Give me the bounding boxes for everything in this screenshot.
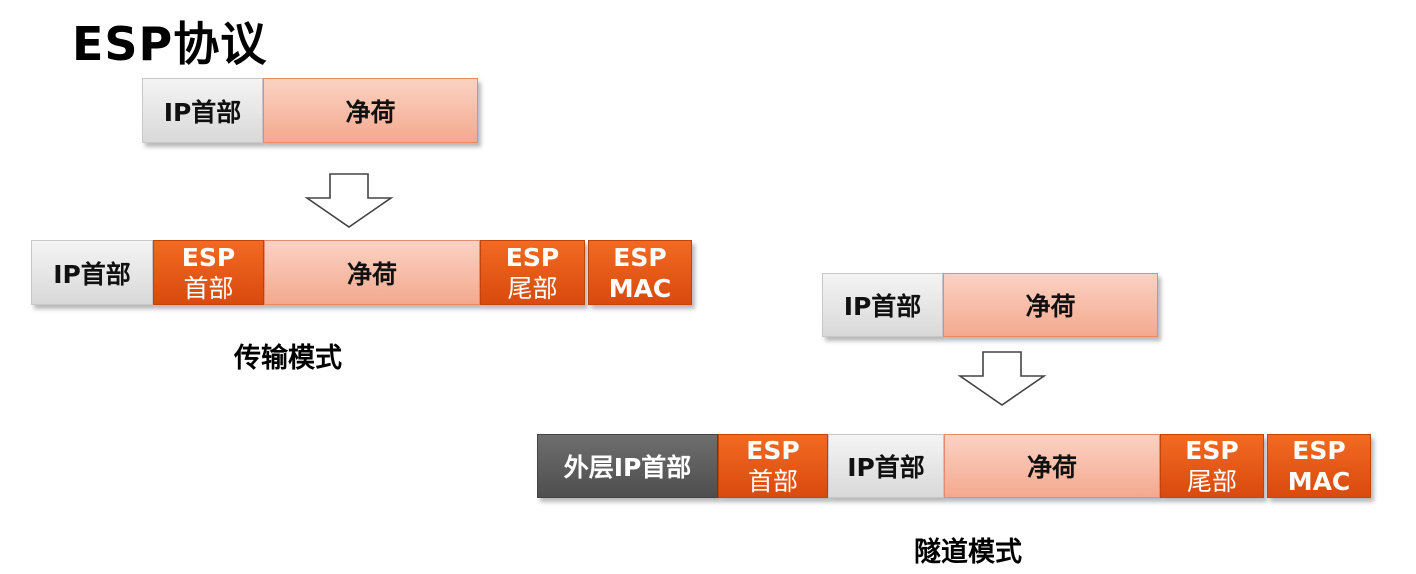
tunnel-mode-caption: 隧道模式 <box>914 537 1022 568</box>
tunnel-esp-mac-line1: ESP <box>1292 436 1346 465</box>
transport-esp-trailer: ESP 尾部 <box>480 240 585 305</box>
tunnel-esp-header-line1: ESP <box>746 436 800 465</box>
transport-esp-mac: ESP MAC <box>588 240 692 305</box>
tunnel-original-ip-header: IP首部 <box>822 273 943 337</box>
tunnel-outer-ip-header: 外层IP首部 <box>537 434 718 498</box>
transport-esp-mac-line1: ESP <box>613 242 667 272</box>
tunnel-esp-trailer: ESP 尾部 <box>1160 434 1264 498</box>
tunnel-esp-trailer-line2: 尾部 <box>1186 467 1237 496</box>
transport-ip-header: IP首部 <box>31 240 153 305</box>
transport-down-arrow-icon <box>304 173 394 228</box>
transport-esp-header-line2: 首部 <box>183 273 234 303</box>
transport-original-ip-header: IP首部 <box>142 78 263 143</box>
transport-payload: 净荷 <box>264 240 480 305</box>
transport-esp-trailer-line1: ESP <box>505 242 560 272</box>
tunnel-esp-trailer-line1: ESP <box>1185 436 1239 465</box>
tunnel-payload: 净荷 <box>944 434 1160 498</box>
transport-mode-caption: 传输模式 <box>234 343 342 374</box>
tunnel-original-payload: 净荷 <box>943 273 1158 337</box>
transport-esp-trailer-line2: 尾部 <box>507 273 558 303</box>
transport-original-payload: 净荷 <box>263 78 478 143</box>
tunnel-esp-header-line2: 首部 <box>747 467 798 496</box>
transport-esp-mac-line2: MAC <box>608 273 672 303</box>
tunnel-esp-mac: ESP MAC <box>1267 434 1371 498</box>
tunnel-down-arrow-icon <box>957 351 1047 406</box>
page-title: ESP协议 <box>72 17 268 71</box>
tunnel-esp-mac-line2: MAC <box>1287 467 1351 496</box>
tunnel-esp-header: ESP 首部 <box>718 434 828 498</box>
transport-esp-header: ESP 首部 <box>153 240 264 305</box>
tunnel-ip-header: IP首部 <box>828 434 944 498</box>
transport-esp-header-line1: ESP <box>181 242 236 272</box>
